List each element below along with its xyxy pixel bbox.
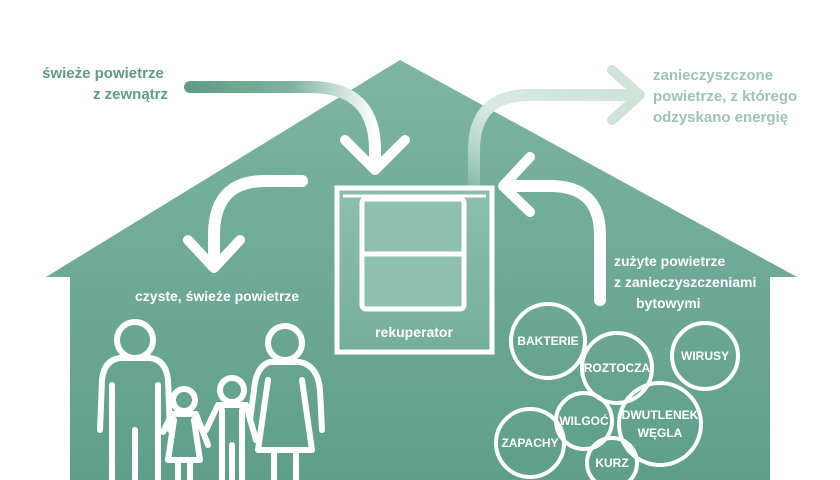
child-figure-2 xyxy=(203,375,259,480)
bubble-kurz: KURZ xyxy=(585,436,639,480)
svg-text:BAKTERIE: BAKTERIE xyxy=(517,334,578,348)
recuperator-device: rekuperator xyxy=(334,185,495,355)
bubble-dwutlenek-wegla: DWUTLENEK WĘGLA xyxy=(617,381,703,467)
bubble-roztocza: ROZTOCZA xyxy=(580,331,654,405)
svg-text:WIRUSY: WIRUSY xyxy=(681,349,729,363)
svg-text:WĘGLA: WĘGLA xyxy=(638,426,683,440)
used-air-label: zużyte powietrze z zanieczyszczeniami by… xyxy=(614,253,760,311)
bubble-bakterie: BAKTERIE xyxy=(509,302,587,380)
svg-text:DWUTLENEK: DWUTLENEK xyxy=(622,408,699,422)
bubble-zapachy: ZAPACHY xyxy=(494,407,566,479)
father-figure xyxy=(97,319,173,480)
fresh-air-outside-label: świeże powietrze z zewnątrz xyxy=(42,65,168,103)
clean-fresh-air-label: czyste, świeże powietrze xyxy=(135,288,299,304)
svg-text:KURZ: KURZ xyxy=(595,456,628,470)
pollutant-bubbles: BAKTERIE ROZTOCZA WIRUSY WILGOĆ DWUTLENE… xyxy=(494,302,740,480)
svg-text:WILGOĆ: WILGOĆ xyxy=(559,413,609,428)
svg-text:ROZTOCZA: ROZTOCZA xyxy=(584,361,651,375)
used-air-arrow xyxy=(498,152,606,306)
bubble-wirusy: WIRUSY xyxy=(670,321,740,391)
polluted-air-label: zanieczyszczone powietrze, z którego odz… xyxy=(653,67,801,126)
clean-air-arrow xyxy=(183,175,308,273)
mother-figure xyxy=(247,323,325,480)
recuperator-label: rekuperator xyxy=(375,324,453,340)
family-illustration xyxy=(97,319,325,480)
polluted-air-out-arrow xyxy=(468,65,645,192)
fresh-air-in-arrow xyxy=(184,81,410,175)
svg-text:ZAPACHY: ZAPACHY xyxy=(501,436,558,450)
child-figure-1 xyxy=(160,386,211,480)
